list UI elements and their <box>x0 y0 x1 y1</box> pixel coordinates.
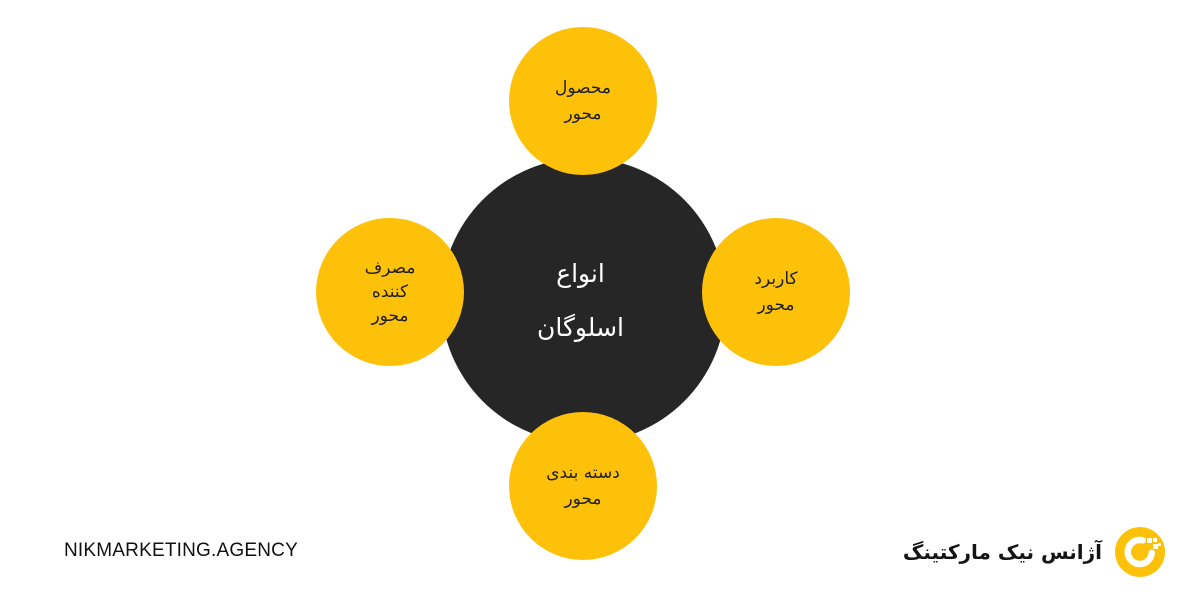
node-category-focused: دسته بندی محور <box>509 412 657 560</box>
node-product-focused: محصول محور <box>509 27 657 175</box>
node-label-line1: محصول <box>555 78 611 98</box>
nik-marketing-logo-icon <box>1115 527 1165 577</box>
brand-name: آژانس نیک مارکتینگ <box>902 540 1102 564</box>
node-label-line1: مصرف <box>364 258 416 278</box>
node-label-line1: کاربرد <box>754 269 798 289</box>
center-circle: انواع اسلوگان <box>441 158 726 443</box>
node-label-line2: کننده <box>371 282 409 302</box>
brand: آژانس نیک مارکتینگ <box>903 526 1166 578</box>
node-label-line2: محور <box>757 295 795 315</box>
node-label-line2: محور <box>564 104 602 124</box>
center-title-line1: انواع <box>556 258 605 288</box>
node-label-line1: دسته بندی <box>546 463 620 483</box>
node-label-line2: محور <box>564 489 602 509</box>
website-url: NIKMARKETING.AGENCY <box>64 540 298 561</box>
node-label-line3: محور <box>371 306 409 326</box>
node-consumer-focused: مصرف کننده محور <box>316 218 464 366</box>
center-title-line2: اسلوگان <box>537 312 624 342</box>
node-usage-focused: کاربرد محور <box>702 218 850 366</box>
